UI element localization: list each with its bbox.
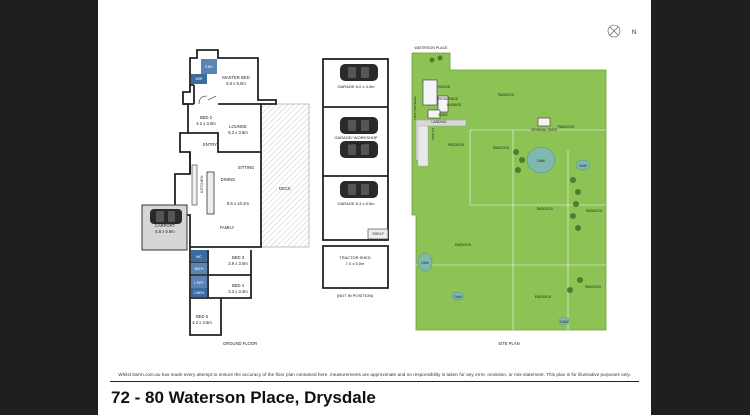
bed4-size: 3.3 x 3.4m [228,289,248,294]
garage2-label: GARAGE 6.4 x 6.5m [338,201,376,206]
landing-strip [417,125,429,167]
laundry-label: L'DRY [194,281,204,285]
dam-5 [558,316,570,326]
residence-label: RESIDENCE [438,97,459,101]
tractor-shed-name: TRACTOR SHED [339,255,371,260]
landing-label: LANDING [431,120,446,124]
carport-size: 5.8 x 5.8m [155,229,175,234]
bed3-name: BED 3 [232,255,245,260]
dam-4 [451,291,465,301]
paddock-label-1: PADDOCK [498,93,515,97]
carport-car [150,209,182,224]
dam-label-2: DAM [579,164,587,168]
paddock-label-9: PADDOCK [535,295,552,299]
dam-label-1: DAM [537,159,545,163]
garage-site-label: GARAGE [447,103,462,107]
carport-name: CARPORT [155,223,176,228]
disclaimer-text: Whilst bwrm.com.au has made every attemp… [118,372,631,377]
deck-label: DECK [279,186,291,191]
shed-footprint [427,109,441,119]
dam-label-5: DAM [560,320,568,324]
dam-label-3: DAM [421,261,429,265]
paddock-label-8: PADDOCK [585,285,602,289]
compass-icon: N [607,24,636,38]
compass-label: N [632,30,636,36]
shelf [367,228,389,240]
garage1-label: GARAGE 6.0 x 4.0m [338,84,376,89]
site-plan: WATERSON PLACE PADDOCK PADDOCK PADDOCK P… [411,46,607,346]
ground-floor-plan: MASTER BED 5.0 x 5.0m ENS WIR BED 2 4.2 … [141,49,310,346]
kitchen-bench [206,171,215,215]
ground-floor-caption: GROUND FLOOR [223,341,257,346]
plan-drawing: N [98,0,651,378]
fire-pit-label: FIRE PIT [431,127,435,140]
lounge-name: LOUNGE [229,124,247,129]
laundry-room [191,276,207,288]
paddock-label-6: PADDOCK [586,209,603,213]
dam-1 [526,146,556,174]
wir-room [191,74,207,84]
site-plan-caption: SITE PLAN [498,341,519,346]
kitchen-label: KITCHEN [199,175,204,193]
trees [429,55,583,293]
lounge-size: 6.3 x 3.6m [228,130,248,135]
house-label: HOUSE [438,85,451,89]
kitchen-counter [191,164,198,206]
tractor-shed-size: 7.0 x 5.0m [346,261,365,266]
master-bed-size: 5.0 x 5.0m [226,81,246,86]
floor-plan-sheet: N [98,0,651,415]
bath-label: BATH [195,267,204,271]
bed5-size: 4.2 x 3.5m [192,320,212,325]
master-bed-name: MASTER BED [222,75,249,80]
entry-label: ENTRY [203,142,217,147]
wc-room [191,250,207,262]
dam-label-4: DAM [454,295,462,299]
not-in-position-note: (NOT IN POSITION) [337,293,374,298]
deck-area [260,103,310,248]
original-shed-footprint [537,117,551,127]
ensuite-room [201,59,217,74]
bath-room [191,263,207,274]
divider [110,381,639,382]
bed3-size: 3.9 x 3.0m [228,261,248,266]
linen-room [191,288,207,297]
sitting-label: SITTING [238,165,255,170]
house-footprint [422,79,438,106]
workshop-size: 8.0 x 6.0m [347,141,366,146]
bed4-name: BED 4 [232,283,245,288]
garages-plan: GARAGE 6.0 x 4.0m GARAGE/ WORKSHOP 8.0 x… [322,58,389,298]
paddock-label-3: PADDOCK [493,146,510,150]
bed2-size: 4.2 x 3.0m [196,121,216,126]
big-room-size: 8.5 x 10.2m [227,201,249,206]
wc-label: WC [196,255,202,259]
tractor-shed-site-label: TRACTOR SHED [413,96,417,120]
paddock-label-7: PADDOCK [455,243,472,247]
paddock-label-5: PADDOCK [537,207,554,211]
linen-label: LINEN [194,291,205,295]
garage-footprint [437,95,449,113]
bed5-name: BED 5 [196,314,209,319]
shed-site-label: SHED [438,113,448,117]
workshop-name: GARAGE/ WORKSHOP [334,135,377,140]
paddock-label-2: PADDOCK [448,143,465,147]
street-label: WATERSON PLACE [414,46,448,50]
family-label: FAMILY [220,225,235,230]
dam-3 [417,252,433,272]
paddock-label-4: PADDOCK [558,125,575,129]
wir-label: WIR [196,77,203,81]
bed2-name: BED 2 [200,115,213,120]
property-address: 72 - 80 Waterson Place, Drysdale [111,388,376,407]
shelf-label: SHELF [372,232,384,236]
dam-2 [575,159,591,171]
ens-label: ENS [205,65,213,69]
original-shed-label: ORIGINAL SHED [531,128,558,132]
dining-label: DINING [221,177,236,182]
